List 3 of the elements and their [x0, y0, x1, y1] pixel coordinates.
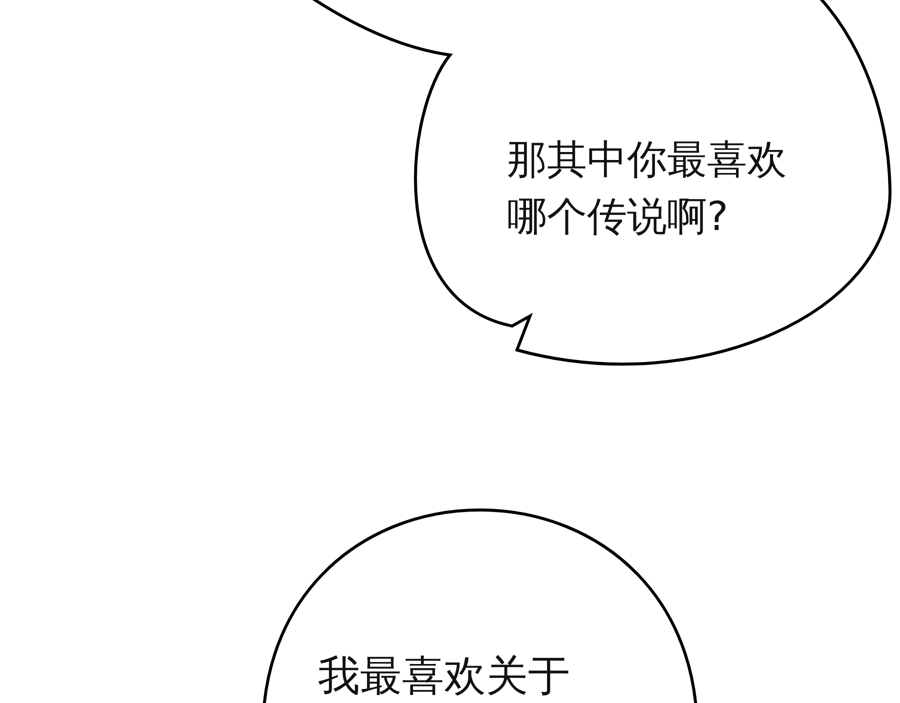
dialogue-text: 那其中你最喜欢哪个传说啊? [507, 136, 788, 242]
dialogue-text: 我最喜欢关于 [318, 650, 571, 702]
speech-bubble [262, 508, 698, 703]
